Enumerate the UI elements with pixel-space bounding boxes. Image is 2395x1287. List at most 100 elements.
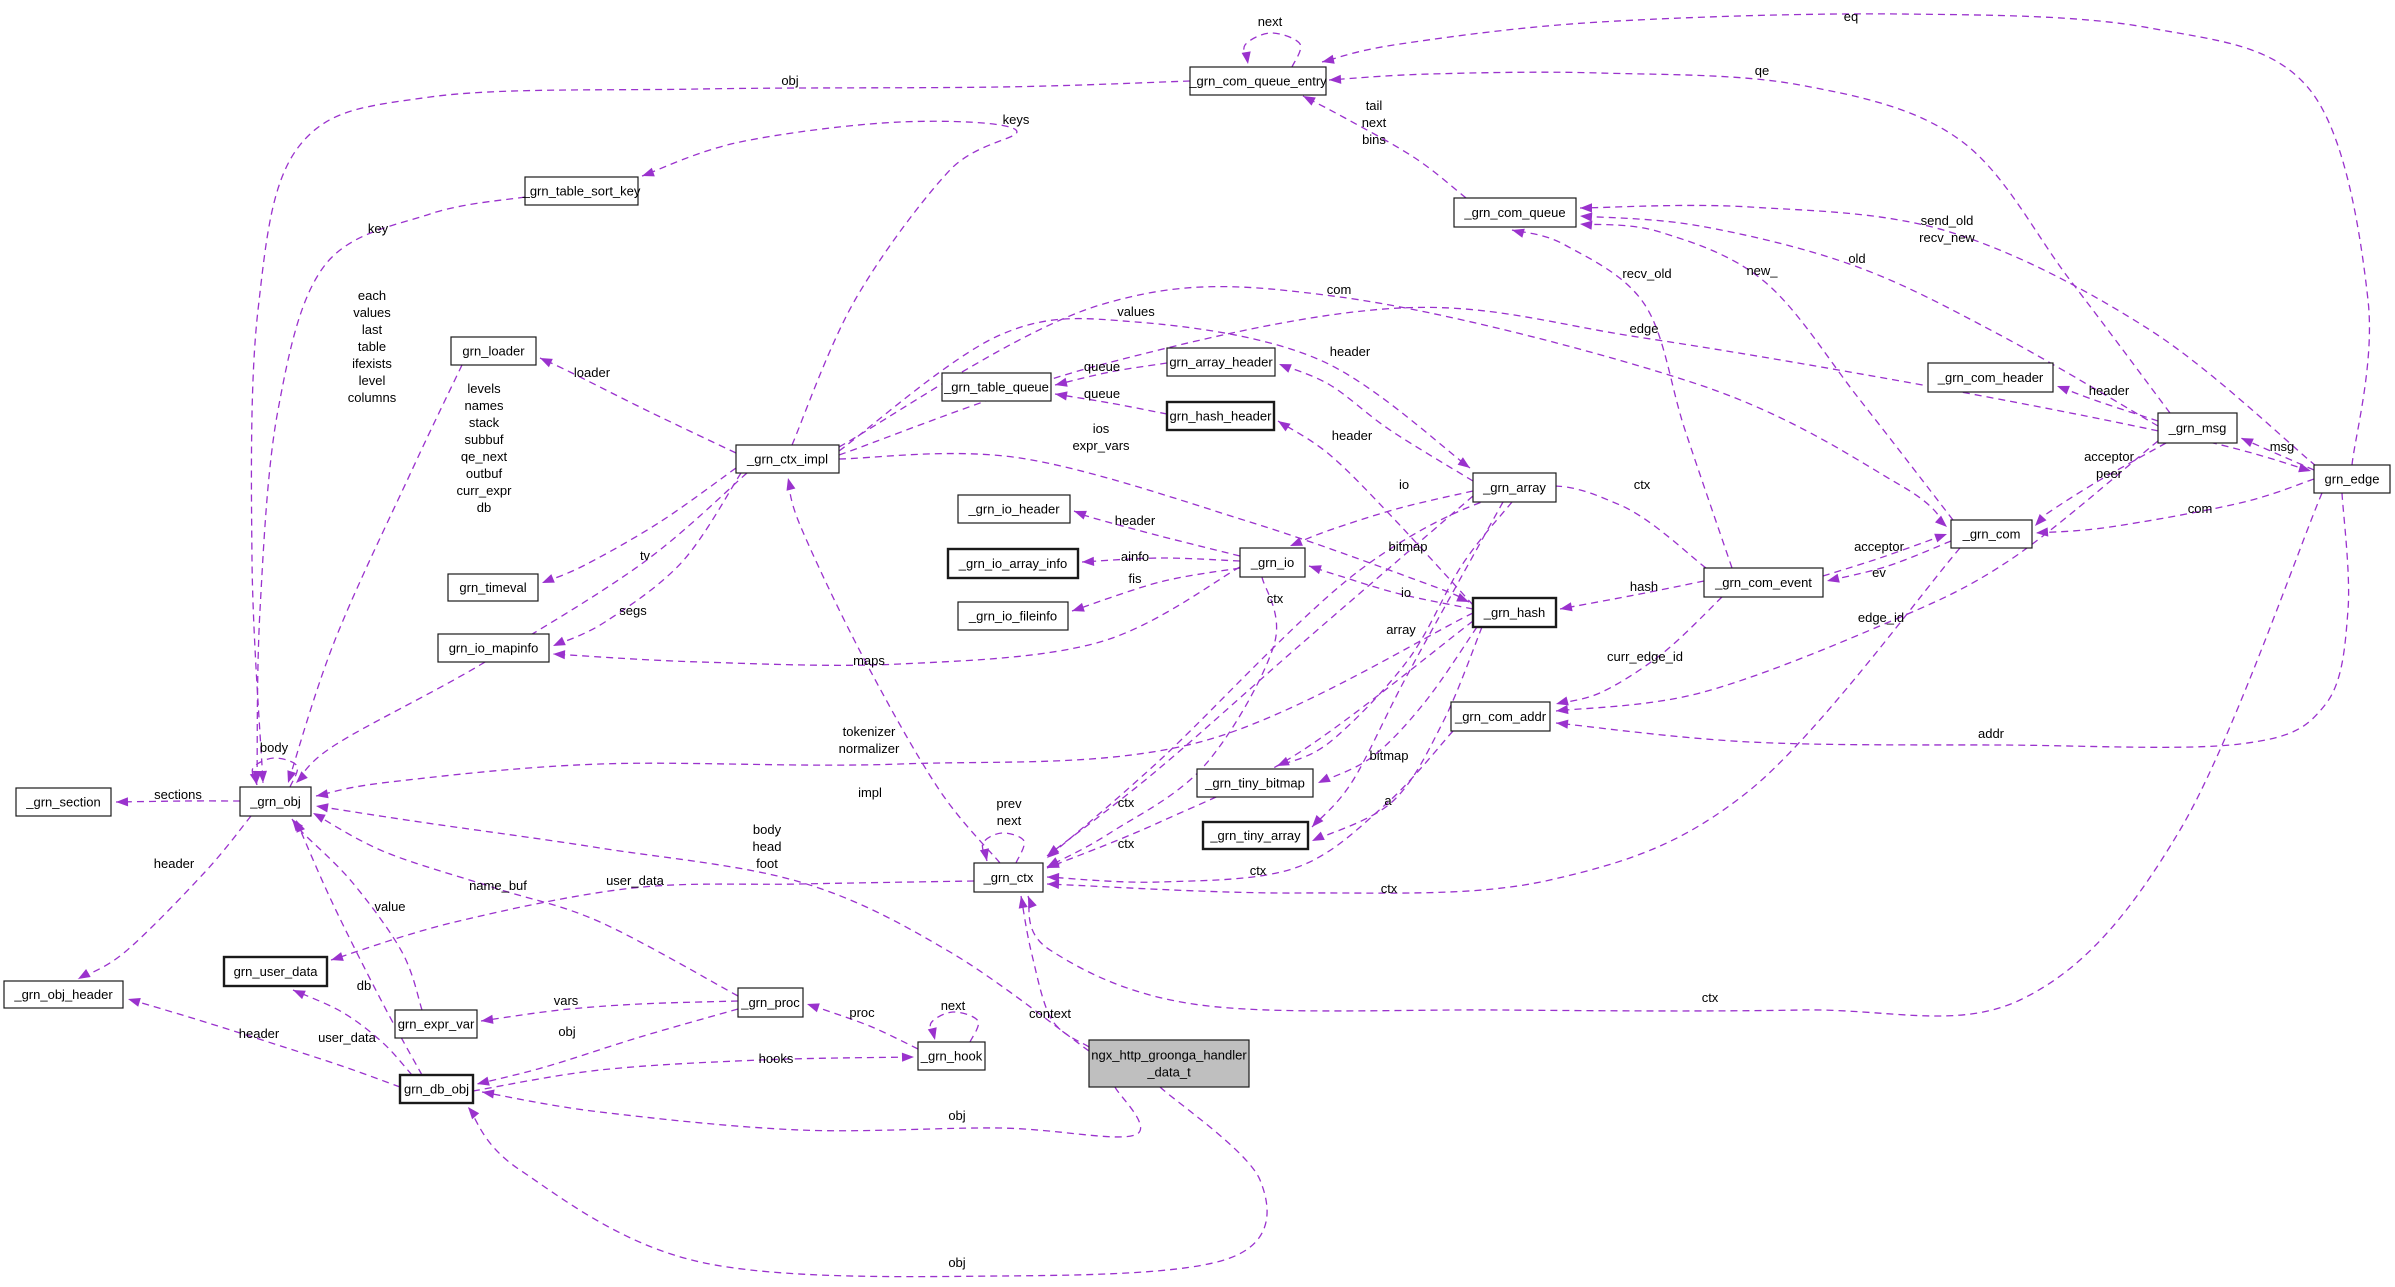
arrowhead-com_queue: [1580, 212, 1593, 222]
edge-proc-obj: [312, 812, 739, 997]
node-grn_tiny_bitmap[interactable]: _grn_tiny_bitmap: [1196, 768, 1314, 798]
node-box[interactable]: [917, 1041, 986, 1071]
node-box[interactable]: [1088, 1039, 1250, 1088]
node-grn_proc[interactable]: _grn_proc: [737, 987, 804, 1018]
node-box[interactable]: [957, 601, 1069, 631]
node-grn_io_header[interactable]: _grn_io_header: [957, 494, 1071, 524]
node-box[interactable]: [2157, 412, 2238, 444]
node-grn_io_mapinfo[interactable]: grn_io_mapinfo: [437, 633, 550, 663]
edge-obj-objheader: [77, 815, 252, 980]
node-grn_com_event[interactable]: _grn_com_event: [1703, 567, 1824, 598]
node-box[interactable]: [1189, 66, 1327, 96]
node-box[interactable]: [524, 176, 639, 206]
node-grn_db_obj[interactable]: grn_db_obj: [398, 1073, 475, 1105]
node-grn_io_array_info[interactable]: _grn_io_array_info: [946, 547, 1080, 580]
node-box[interactable]: [946, 547, 1080, 580]
node-label: _grn_com_addr: [1454, 709, 1547, 724]
node-box[interactable]: [1471, 596, 1558, 629]
edge-ctx-ctx_impl: [787, 477, 1001, 864]
edge-array-tinybitmap: [1276, 501, 1513, 767]
edge-label-name_buf: name_buf: [469, 878, 527, 893]
node-grn_table_queue[interactable]: _grn_table_queue: [941, 372, 1052, 402]
node-box[interactable]: [1453, 197, 1577, 228]
edge-hash-hashheader: [1277, 420, 1474, 606]
node-grn_io[interactable]: _grn_io: [1239, 547, 1306, 578]
node-grn_hook[interactable]: _grn_hook: [917, 1041, 986, 1071]
arrowhead-userdata: [331, 952, 344, 961]
node-grn_hash_header[interactable]: grn_hash_header: [1165, 400, 1276, 432]
edge-obj-obj: [251, 757, 299, 788]
node-box[interactable]: [1450, 701, 1551, 732]
node-label: _grn_msg: [2168, 421, 2227, 436]
edge-event-com: [1822, 533, 1948, 577]
node-grn_tiny_array[interactable]: _grn_tiny_array: [1201, 820, 1310, 851]
node-box[interactable]: [1472, 472, 1557, 503]
node-box[interactable]: [1239, 547, 1306, 578]
arrowhead-proc: [807, 1003, 820, 1013]
node-box[interactable]: [737, 987, 804, 1018]
node-grn_user_data[interactable]: grn_user_data: [222, 955, 329, 988]
node-box[interactable]: [1201, 820, 1310, 851]
node-box[interactable]: [1703, 567, 1824, 598]
node-grn_com_queue[interactable]: _grn_com_queue: [1453, 197, 1577, 228]
node-box[interactable]: [1196, 768, 1314, 798]
node-box[interactable]: [2313, 464, 2391, 494]
node-grn_hash[interactable]: _grn_hash: [1471, 596, 1558, 629]
node-grn_edge[interactable]: grn_edge: [2313, 464, 2391, 494]
arrowhead-obj: [316, 789, 329, 799]
node-grn_table_sort_key[interactable]: _grn_table_sort_key: [522, 176, 641, 206]
node-grn_array_header[interactable]: grn_array_header: [1166, 347, 1276, 377]
node-box[interactable]: [973, 862, 1044, 893]
node-box[interactable]: [3, 980, 124, 1009]
node-grn_com[interactable]: _grn_com: [1950, 519, 2033, 549]
node-box[interactable]: [957, 494, 1071, 524]
arrowhead-objheader: [78, 969, 91, 979]
edge-label-new_: new_: [1746, 263, 1778, 278]
node-box[interactable]: [941, 372, 1052, 402]
node-label: _grn_hook: [920, 1049, 983, 1064]
node-grn_loader[interactable]: grn_loader: [450, 336, 537, 366]
node-grn_com_queue_entry[interactable]: _grn_com_queue_entry: [1188, 66, 1327, 96]
edge-dbobj-userdata: [292, 989, 413, 1076]
node-box[interactable]: [1165, 400, 1276, 432]
node-box[interactable]: [450, 336, 537, 366]
arrowhead-com_header: [2057, 385, 2070, 395]
node-grn_expr_var[interactable]: grn_expr_var: [394, 1009, 478, 1039]
arrowhead-obj: [296, 771, 308, 783]
node-box[interactable]: [398, 1073, 475, 1105]
node-box[interactable]: [735, 444, 840, 474]
edge-proc-exprvar: [480, 1000, 739, 1022]
node-label: _grn_tiny_array: [1209, 828, 1301, 843]
node-grn_obj[interactable]: _grn_obj: [239, 786, 312, 817]
node-grn_obj_header[interactable]: _grn_obj_header: [3, 980, 124, 1009]
node-grn_ctx_impl[interactable]: _grn_ctx_impl: [735, 444, 840, 474]
edge-label-header: header: [1115, 513, 1156, 528]
node-grn_io_fileinfo[interactable]: _grn_io_fileinfo: [957, 601, 1069, 631]
node-grn_com_addr[interactable]: _grn_com_addr: [1450, 701, 1551, 732]
node-grn_section[interactable]: _grn_section: [15, 787, 112, 817]
node-grn_msg[interactable]: _grn_msg: [2157, 412, 2238, 444]
node-box[interactable]: [239, 786, 312, 817]
edge-label-db: db: [357, 978, 371, 993]
node-box[interactable]: [1927, 362, 2054, 393]
node-box[interactable]: [15, 787, 112, 817]
edge-label-next: next: [941, 998, 966, 1013]
node-grn_timeval[interactable]: grn_timeval: [447, 573, 539, 602]
edge-com_queue-entry: [1302, 95, 1467, 199]
node-box[interactable]: [1166, 347, 1276, 377]
edge-event-hash: [1559, 580, 1705, 610]
node-ngx_http_groonga_handler[interactable]: ngx_http_groonga_handler_data_t: [1088, 1039, 1250, 1088]
edge-label-eq: eq: [1844, 9, 1858, 24]
node-box[interactable]: [1950, 519, 2033, 549]
node-box[interactable]: [394, 1009, 478, 1039]
node-box[interactable]: [437, 633, 550, 663]
node-grn_com_header[interactable]: _grn_com_header: [1927, 362, 2054, 393]
arrowhead-tablequeue: [1055, 391, 1068, 401]
edge-label-header: header: [2089, 383, 2130, 398]
node-box[interactable]: [447, 573, 539, 602]
node-box[interactable]: [222, 955, 329, 988]
node-grn_ctx[interactable]: _grn_ctx: [973, 862, 1044, 893]
node-grn_array[interactable]: _grn_array: [1472, 472, 1557, 503]
